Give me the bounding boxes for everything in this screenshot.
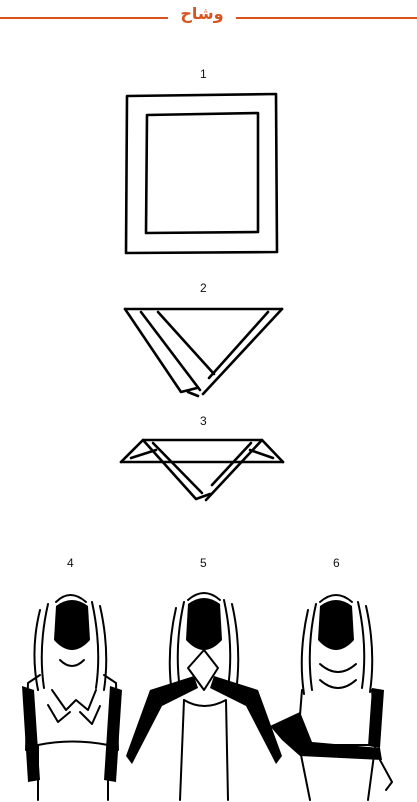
step-5-hair-and-gloves bbox=[126, 598, 282, 764]
step-3-band-illustration bbox=[121, 440, 283, 500]
step-6-hair-and-gloves bbox=[270, 600, 384, 760]
step-2-triangle-illustration bbox=[125, 309, 282, 396]
step-1-square-scarf-illustration bbox=[126, 94, 277, 253]
